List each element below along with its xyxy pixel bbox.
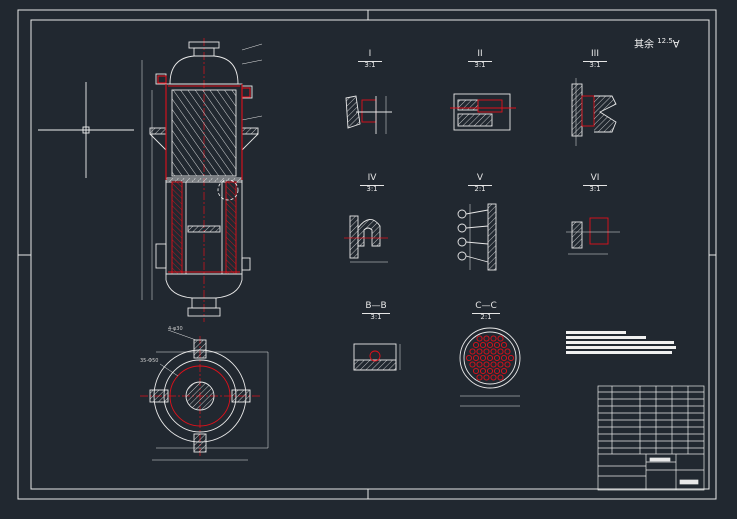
tube-hole bbox=[504, 361, 511, 368]
section-B-B bbox=[353, 343, 401, 371]
section-title-C-C: C—C 2:1 bbox=[472, 302, 500, 321]
detail-scale-II: 3:1 bbox=[468, 61, 492, 69]
detail-title-II: II 3:1 bbox=[468, 50, 492, 69]
detail-III bbox=[571, 78, 617, 146]
detail-scale-VI: 3:1 bbox=[583, 185, 607, 193]
weld-seams bbox=[157, 75, 251, 273]
tube-hole bbox=[469, 348, 476, 355]
detail-scale-IV: 3:1 bbox=[360, 185, 384, 193]
technical-notes bbox=[566, 331, 676, 354]
tube-hole bbox=[493, 354, 501, 362]
bolt-hole-label: 4-φ30 bbox=[168, 326, 183, 332]
tube-hole bbox=[497, 348, 504, 355]
detail-title-VI: VI 3:1 bbox=[583, 174, 607, 193]
roughness-value: 12.5 bbox=[657, 37, 673, 45]
detail-VI bbox=[566, 217, 620, 255]
main-elevation-view bbox=[141, 38, 263, 322]
tube-hole bbox=[493, 367, 501, 375]
tube-hole bbox=[483, 348, 490, 355]
tube-hole bbox=[486, 341, 494, 349]
tube-hole bbox=[483, 361, 490, 368]
tube-hole bbox=[486, 367, 494, 375]
tube-hole bbox=[504, 348, 511, 355]
tube-hole bbox=[476, 348, 483, 355]
tube-hole bbox=[490, 374, 497, 381]
title-block bbox=[597, 385, 705, 491]
tube-hole bbox=[500, 341, 508, 349]
tube-hole bbox=[476, 374, 483, 381]
section-C-C bbox=[459, 327, 521, 407]
tube-hole bbox=[472, 367, 480, 375]
detail-title-III: III 3:1 bbox=[583, 50, 607, 69]
tube-hole bbox=[483, 335, 490, 342]
tube-hole bbox=[469, 361, 476, 368]
tube-hole bbox=[500, 354, 508, 362]
detail-scale-I: 3:1 bbox=[358, 61, 382, 69]
detail-scale-III: 3:1 bbox=[583, 61, 607, 69]
tube-hole bbox=[483, 374, 490, 381]
roughness-symbol: 其余 12.5∀ bbox=[634, 37, 680, 51]
detail-scale-V: 2:1 bbox=[468, 185, 492, 193]
tube-hole bbox=[479, 341, 487, 349]
tube-hole bbox=[507, 354, 515, 362]
detail-title-V: V 2:1 bbox=[468, 174, 492, 193]
detail-II bbox=[450, 93, 516, 131]
plan-view bbox=[140, 329, 269, 461]
detail-IV bbox=[344, 215, 388, 263]
tube-hole bbox=[490, 361, 497, 368]
section-title-B-B: B—B 3:1 bbox=[362, 302, 390, 321]
tube-hole bbox=[472, 354, 480, 362]
detail-title-IV: IV 3:1 bbox=[360, 174, 384, 193]
cursor-crosshair bbox=[38, 82, 134, 178]
detail-V bbox=[457, 203, 497, 271]
tube-hole bbox=[497, 335, 504, 342]
tube-hole bbox=[497, 361, 504, 368]
tube-hole bbox=[493, 341, 501, 349]
tube-hole bbox=[490, 335, 497, 342]
detail-I bbox=[345, 95, 392, 134]
roughness-label: 其余 bbox=[634, 39, 654, 51]
tube-hole bbox=[465, 354, 473, 362]
section-scale-B-B: 3:1 bbox=[362, 313, 390, 321]
tube-hole bbox=[500, 367, 508, 375]
tube-hole bbox=[479, 367, 487, 375]
tube-hole bbox=[490, 348, 497, 355]
tube-hole bbox=[472, 341, 480, 349]
inner-frame bbox=[30, 19, 710, 490]
outer-frame bbox=[17, 9, 717, 500]
section-scale-C-C: 2:1 bbox=[472, 313, 500, 321]
tube-hole bbox=[476, 335, 483, 342]
detail-title-I: I 3:1 bbox=[358, 50, 382, 69]
nozzle-label: 35-Φ50 bbox=[140, 358, 159, 364]
tube-hole bbox=[486, 354, 494, 362]
tube-hole bbox=[497, 374, 504, 381]
tube-hole bbox=[476, 361, 483, 368]
tube-hole bbox=[479, 354, 487, 362]
